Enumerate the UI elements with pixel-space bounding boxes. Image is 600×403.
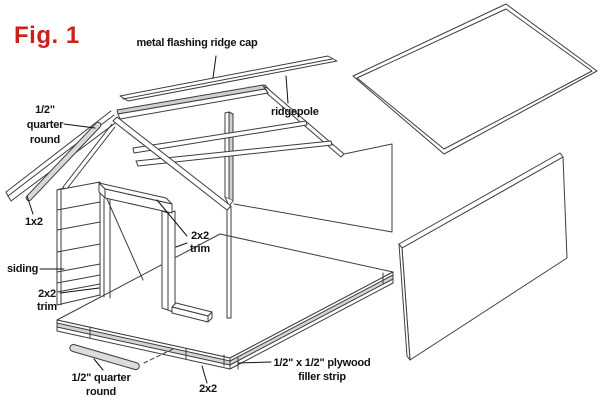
corner-post-right [226, 206, 232, 319]
floor-band-right-strip [229, 274, 394, 366]
label-1x2: 1x2 [25, 216, 43, 228]
label-ridgepole: ridgepole [271, 106, 319, 118]
gable-face-rafter [56, 123, 116, 191]
quarter-round-part [69, 343, 174, 371]
label-ridge-cap: metal flashing ridge cap [136, 37, 258, 49]
ridge-cap-inner-line [122, 58, 333, 100]
roof-panel-thickness [356, 8, 593, 150]
side-wall-panel-part [398, 152, 568, 361]
quarter-round-on-roof [25, 121, 102, 202]
door-frame [98, 181, 213, 323]
siding-wall [56, 181, 101, 306]
siding-outline [56, 181, 101, 306]
floor-platform [56, 233, 394, 370]
door-left-jamb [99, 181, 111, 299]
door-sill-block-end [207, 311, 213, 323]
back-wall-structure [132, 84, 393, 233]
door-right-jamb-side [167, 210, 176, 314]
label-filler-strip: 1/2" x 1/2" plywood filler strip [273, 357, 371, 383]
roof-panel-part [352, 3, 598, 155]
label-quarter-round-bottom: 1/2" quarter round [71, 372, 131, 398]
ridgepole-beam [116, 84, 269, 120]
door-right-jamb-front [161, 210, 169, 311]
left-roof-edge-lines [5, 110, 119, 202]
label-2x2-trim-door: 2x2 trim [190, 230, 210, 255]
roof-panel-outline [352, 3, 598, 155]
quarter-round-strip [69, 343, 140, 371]
label-2x2-trim-left: 2x2 trim [37, 288, 57, 313]
roof-batten-1 [132, 120, 308, 154]
quarter-round-dashed-leader [143, 348, 174, 364]
leader-lines [26, 55, 289, 384]
label-quarter-round-top: 1/2" quarter round [26, 104, 64, 146]
ridge-cap-part [119, 55, 338, 102]
door-header-left-cap [98, 182, 106, 199]
roof-batten-2 [135, 140, 333, 167]
label-2x2-floor: 2x2 [199, 383, 217, 395]
figure-title: Fig. 1 [14, 22, 80, 49]
floor-band-joints [89, 272, 384, 370]
side-wall-left-strip [398, 243, 411, 361]
side-wall-face [401, 156, 568, 361]
siding-board-lines [56, 201, 101, 293]
ridgepole-end [262, 84, 269, 94]
back-wall-edges [233, 143, 393, 233]
label-siding: siding [7, 263, 39, 275]
front-gable-wall [5, 110, 232, 319]
